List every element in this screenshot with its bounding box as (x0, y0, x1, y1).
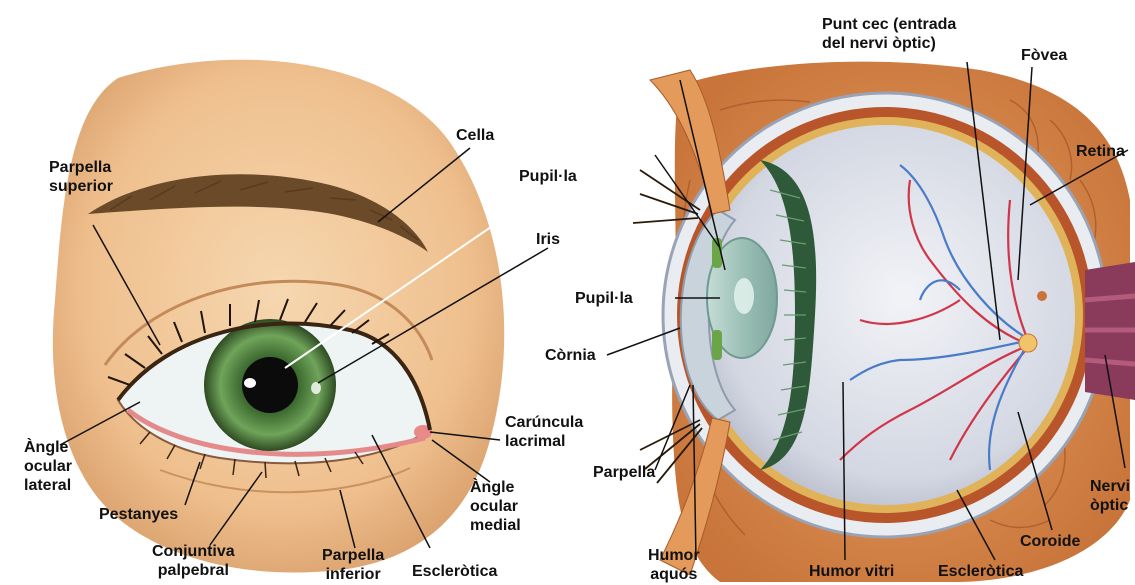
label-parpella-superior-line2: superior (49, 177, 113, 196)
label-fovea: Fòvea (1021, 46, 1067, 65)
label-nervi-optic-line1: Nervi (1090, 477, 1130, 496)
label-humor-aquos-line2: aquós (648, 565, 700, 584)
external-eye (53, 60, 504, 573)
label-humor-vitri: Humor vitri (809, 562, 894, 581)
skin-area (53, 60, 504, 573)
label-conjuntiva-line2: palpebral (152, 561, 235, 580)
label-parpella-superior: Parpella superior (49, 158, 113, 196)
label-retina: Retina (1076, 142, 1125, 161)
label-punt-cec-line2: del nervi òptic) (822, 34, 956, 53)
label-pestanyes: Pestanyes (99, 505, 178, 524)
label-angle-lateral: Àngle ocular lateral (24, 438, 72, 495)
label-escleròtica-external: Escleròtica (412, 562, 497, 581)
label-iris: Iris (536, 230, 560, 249)
label-parpella-superior-line1: Parpella (49, 158, 113, 177)
label-nervi-optic-line2: òptic (1090, 496, 1130, 515)
fovea-spot (1037, 291, 1047, 301)
label-humor-aquos-line1: Humor (648, 546, 700, 565)
label-conjuntiva-line1: Conjuntiva (152, 542, 235, 561)
label-parpella-section: Parpella (593, 463, 655, 482)
label-angle-medial: Àngle ocular medial (470, 478, 521, 535)
label-nervi-optic: Nervi òptic (1090, 477, 1130, 515)
label-parpella-inferior: Parpella inferior (322, 546, 384, 584)
label-escleròtica-section: Escleròtica (938, 562, 1023, 581)
label-angle-lateral-line2: ocular (24, 457, 72, 476)
label-angle-medial-line3: medial (470, 516, 521, 535)
label-caruncula-line1: Carúncula (505, 413, 583, 432)
label-angle-medial-line1: Àngle (470, 478, 521, 497)
label-humor-aquos: Humor aquós (648, 546, 700, 584)
eye-cross-section (633, 62, 1135, 582)
label-conjuntiva: Conjuntiva palpebral (152, 542, 235, 580)
label-cornia: Còrnia (545, 346, 596, 365)
label-cella: Cella (456, 126, 494, 145)
label-parpella-inferior-line2: inferior (322, 565, 384, 584)
label-coroide: Coroide (1020, 532, 1080, 551)
optic-disc (1019, 334, 1037, 352)
label-caruncula: Carúncula lacrimal (505, 413, 583, 451)
label-angle-lateral-line1: Àngle (24, 438, 72, 457)
label-parpella-inferior-line1: Parpella (322, 546, 384, 565)
label-pupilla-section: Pupil·la (575, 289, 633, 308)
label-angle-medial-line2: ocular (470, 497, 521, 516)
label-punt-cec: Punt cec (entrada del nervi òptic) (822, 15, 956, 53)
label-angle-lateral-line3: lateral (24, 476, 72, 495)
label-punt-cec-line1: Punt cec (entrada (822, 15, 956, 34)
label-pupilla-external: Pupil·la (519, 167, 577, 186)
label-caruncula-line2: lacrimal (505, 432, 583, 451)
